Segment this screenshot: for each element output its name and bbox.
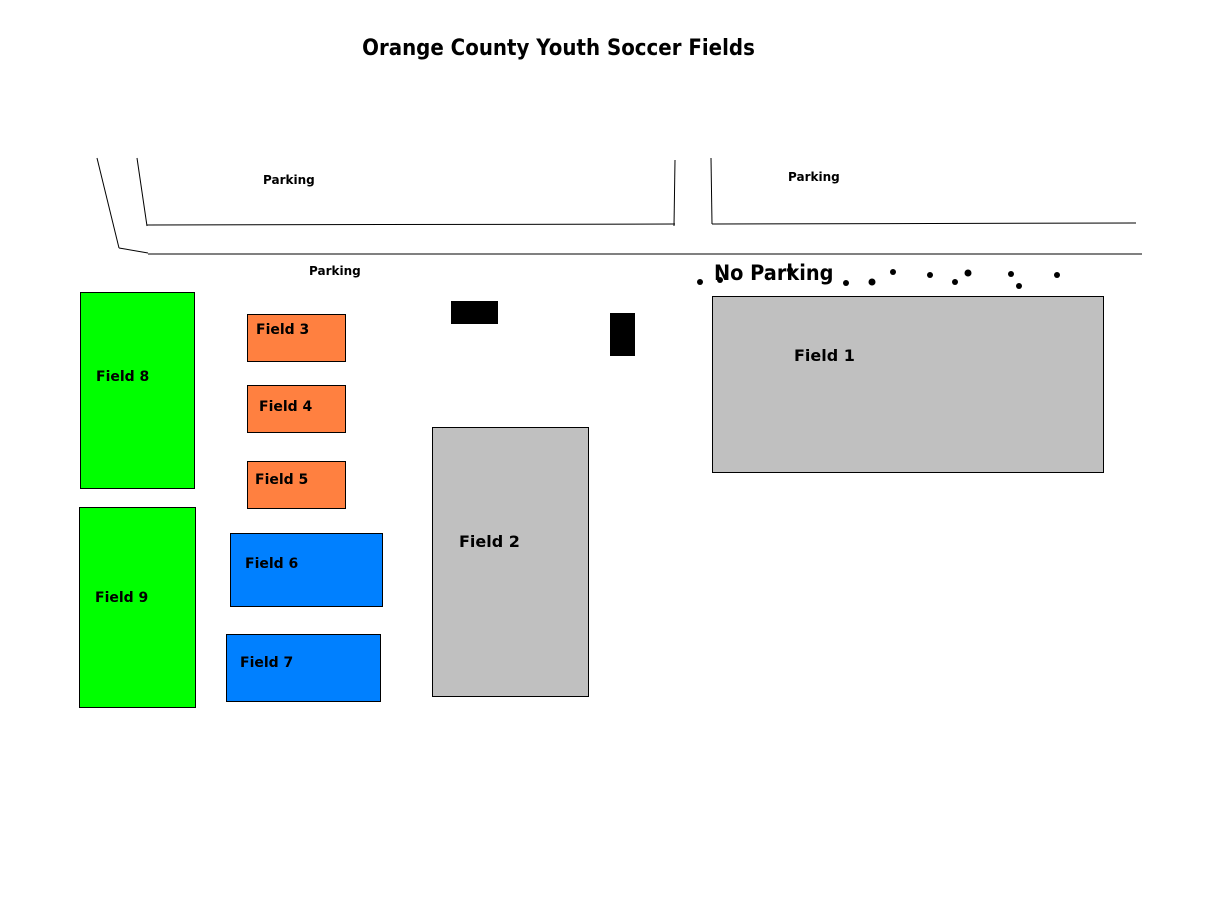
field-label: Field 9 <box>95 590 149 606</box>
tree-icon <box>1008 271 1014 277</box>
field-7[interactable]: Field 7 <box>226 634 381 702</box>
field-label: Field 6 <box>245 556 299 572</box>
tree-icon <box>787 267 793 273</box>
field-9[interactable]: Field 9 <box>79 507 196 708</box>
field-2[interactable]: Field 2 <box>432 427 589 697</box>
field-1[interactable]: Field 1 <box>712 296 1104 473</box>
tree-icon <box>697 279 703 285</box>
field-8[interactable]: Field 8 <box>80 292 195 489</box>
no-parking-label: No Parking <box>714 261 834 285</box>
parking-lot-edge <box>146 223 676 226</box>
tree-icon <box>1016 283 1022 289</box>
tree-icon <box>843 280 849 286</box>
field-3[interactable]: Field 3 <box>247 314 346 362</box>
field-6[interactable]: Field 6 <box>230 533 383 607</box>
field-label: Field 7 <box>240 655 294 671</box>
tree-icon <box>964 269 972 277</box>
parking-label-east: Parking <box>788 170 840 184</box>
parking-lot-edge <box>673 159 676 227</box>
tree-icon <box>717 277 723 283</box>
field-label: Field 8 <box>96 369 150 385</box>
map-title: Orange County Youth Soccer Fields <box>362 36 755 61</box>
parking-label-south: Parking <box>309 264 361 278</box>
road-edge <box>118 247 149 254</box>
tree-icon <box>952 279 958 285</box>
field-4[interactable]: Field 4 <box>247 385 346 433</box>
tree-icon <box>868 278 876 286</box>
field-5[interactable]: Field 5 <box>247 461 346 509</box>
parking-lot-edge <box>711 222 1137 225</box>
parking-lot-edge <box>710 157 713 225</box>
tree-icon <box>927 272 933 278</box>
field-label: Field 4 <box>259 399 313 415</box>
parking-lot-edge <box>136 157 148 227</box>
field-label: Field 1 <box>794 346 855 365</box>
building <box>610 313 635 356</box>
tree-icon <box>890 269 896 275</box>
building <box>451 301 498 324</box>
parking-label-west: Parking <box>263 173 315 187</box>
field-label: Field 5 <box>255 472 309 488</box>
field-label: Field 3 <box>256 322 310 338</box>
tree-icon <box>1054 272 1060 278</box>
tree-row <box>697 267 1060 289</box>
field-label: Field 2 <box>459 532 520 551</box>
road-edge <box>96 157 120 249</box>
